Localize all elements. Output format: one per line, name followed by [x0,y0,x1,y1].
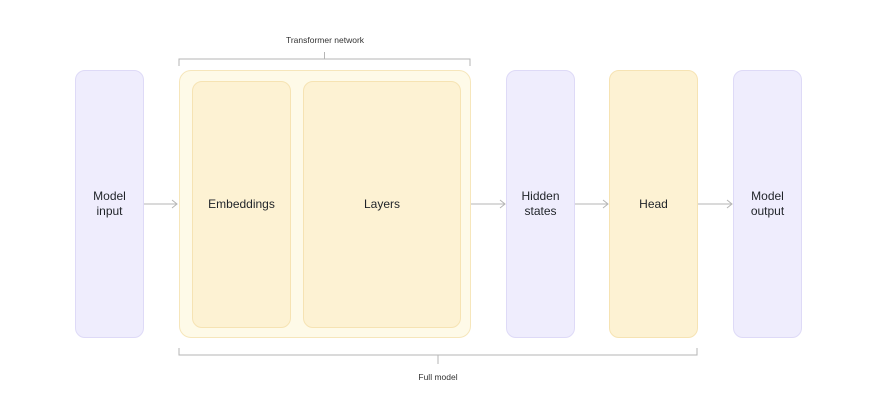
arrow-transformer-to-hidden-states [471,199,506,209]
hidden-states-box: Hidden states [506,70,575,338]
transformer-network-label: Transformer network [285,35,365,45]
arrow-input-to-transformer [144,199,178,209]
full-model-label: Full model [418,372,458,382]
transformer-network-bracket [178,52,471,66]
arrow-hidden-states-to-head [575,199,609,209]
head-box: Head [609,70,698,338]
arrow-head-to-model-output [698,199,733,209]
full-model-bracket [178,348,698,364]
model-input-box: Model input [75,70,144,338]
layers-box: Layers [303,81,461,328]
model-output-box: Model output [733,70,802,338]
embeddings-box: Embeddings [192,81,291,328]
